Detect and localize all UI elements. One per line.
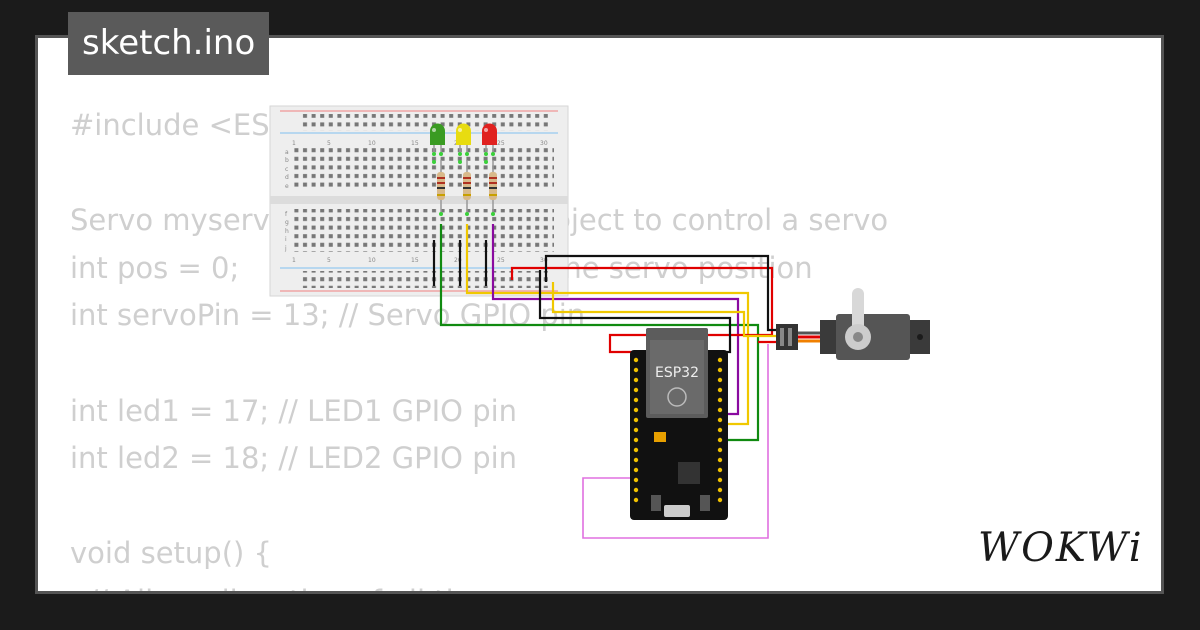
- column-number: 10: [368, 140, 376, 147]
- column-number: 25: [497, 140, 505, 147]
- wire-green: [439, 224, 760, 442]
- row-letter: g: [285, 219, 289, 226]
- row-letter: a: [285, 149, 289, 156]
- servo-motor: [776, 288, 930, 360]
- column-number: 10: [368, 257, 376, 264]
- breadboard-row-letters-bottom: f g h i j: [284, 211, 289, 252]
- code-line: void setup() {: [70, 536, 272, 571]
- column-number: 15: [411, 257, 419, 264]
- row-letter: c: [285, 166, 288, 173]
- row-letter: f: [285, 211, 288, 218]
- breadboard-bottom-numbers: 1 5 10 15 20 25 30: [292, 257, 548, 264]
- code-line: int servoPin = 13; // Servo GPIO pin: [70, 298, 586, 333]
- code-line: int led1 = 17; // LED1 GPIO pin: [70, 393, 518, 428]
- connection-dots: [432, 152, 495, 216]
- wokwi-logo: WOKWi: [978, 525, 1144, 571]
- breadboard-row-letters-top: a b c d e: [285, 149, 289, 190]
- resistor-2: [463, 160, 471, 214]
- column-number: 1: [292, 257, 296, 264]
- column-number: 5: [327, 140, 331, 147]
- esp32-board: ESP32: [630, 328, 728, 520]
- row-letter: d: [285, 174, 289, 181]
- wire-black-servo: [544, 254, 778, 332]
- wires: [432, 224, 778, 539]
- wire-yellow: [465, 224, 750, 426]
- wire-yellow-servo: [551, 282, 778, 338]
- resistor-1: [437, 160, 445, 214]
- code-line: // Allow allocation of all timers: [70, 584, 526, 591]
- column-number: 1: [292, 140, 296, 147]
- row-letter: h: [285, 228, 289, 235]
- row-letter: b: [285, 157, 289, 164]
- row-letter: i: [285, 236, 287, 243]
- column-number: 25: [497, 257, 505, 264]
- esp32-label: ESP32: [655, 365, 699, 381]
- resistor-3: [489, 160, 497, 214]
- file-tab[interactable]: sketch.ino: [68, 12, 270, 75]
- column-number: 5: [327, 257, 331, 264]
- column-number: 30: [540, 140, 548, 147]
- column-number: 20: [454, 257, 462, 264]
- code-line: int led2 = 18; // LED2 GPIO pin: [70, 441, 518, 476]
- row-letter: j: [284, 245, 287, 252]
- row-letter: e: [285, 183, 289, 190]
- column-number: 30: [540, 257, 548, 264]
- wire-pink: [582, 344, 769, 539]
- column-number: 15: [411, 140, 419, 147]
- wire-purple: [491, 224, 740, 416]
